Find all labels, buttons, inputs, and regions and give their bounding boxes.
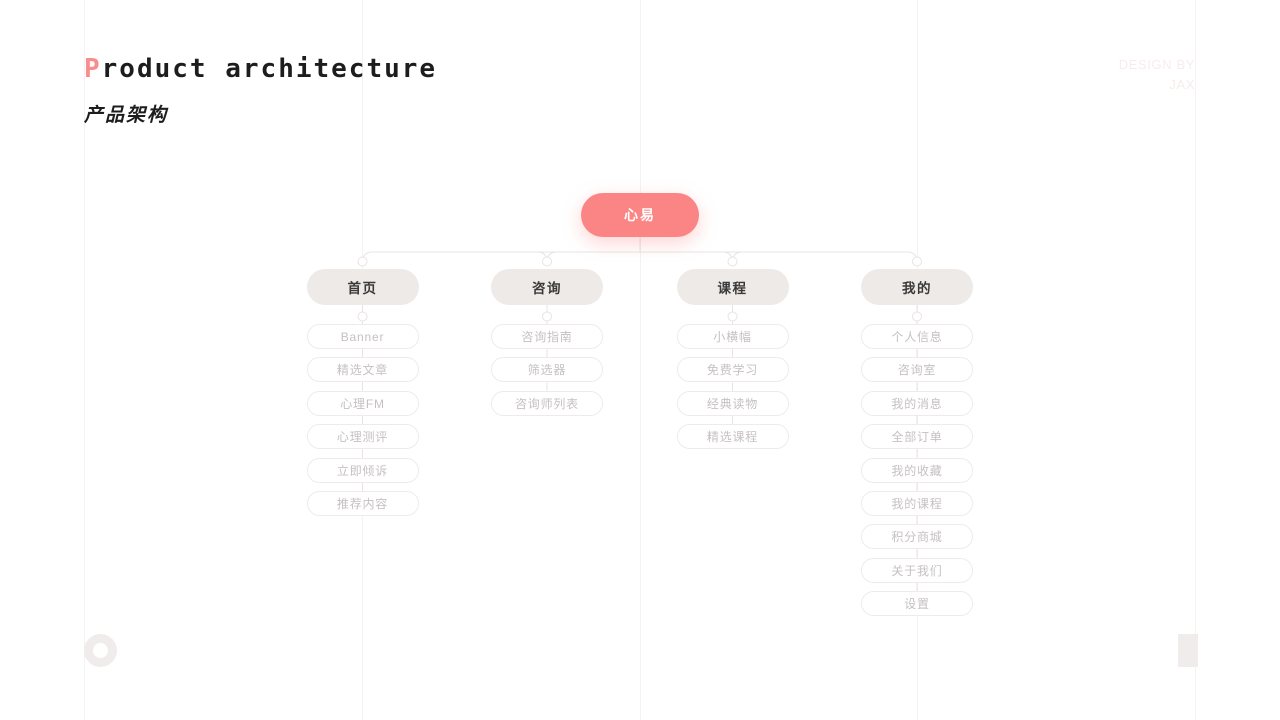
guide-line-1 <box>84 0 85 720</box>
connector-dot <box>912 256 922 267</box>
title-lead-letter: P <box>84 54 102 84</box>
ring-icon <box>84 634 117 667</box>
title-chinese: 产品架构 <box>84 105 169 126</box>
node-root-label: 心易 <box>624 207 656 223</box>
node-leaf-4-4[interactable]: 全部订单 <box>861 424 973 450</box>
node-leaf-2-1[interactable]: 咨询指南 <box>491 324 603 349</box>
node-leaf-1-5[interactable]: 立即倾诉 <box>306 457 419 483</box>
node-leaf-3-1[interactable]: 小横幅 <box>676 324 789 349</box>
node-leaf-2-3-label: 咨询师列表 <box>514 396 579 411</box>
node-category-3[interactable]: 课程 <box>676 269 789 305</box>
rect-icon <box>1178 634 1198 667</box>
node-category-4[interactable]: 我的 <box>861 269 973 305</box>
connector-line <box>722 251 733 263</box>
node-leaf-4-7-label: 积分商城 <box>891 530 943 545</box>
node-leaf-2-2-label: 筛选器 <box>527 363 567 378</box>
node-leaf-3-3[interactable]: 经典读物 <box>676 390 789 416</box>
node-category-4-label: 我的 <box>902 281 932 296</box>
connector-dot <box>727 256 738 267</box>
node-leaf-4-6-label: 我的课程 <box>891 497 943 511</box>
node-root[interactable]: 心易 <box>581 193 699 237</box>
connector-line <box>732 251 743 263</box>
node-leaf-1-5-label: 立即倾诉 <box>336 463 389 478</box>
node-leaf-3-2-label: 免费学习 <box>706 363 759 378</box>
node-leaf-1-6-label: 推荐内容 <box>336 497 389 511</box>
node-leaf-1-1[interactable]: Banner <box>306 324 419 349</box>
guide-line-3 <box>640 0 641 720</box>
design-credit: DESIGN BY JAX <box>1119 55 1195 95</box>
connector-line <box>536 251 548 263</box>
node-leaf-4-9[interactable]: 设置 <box>861 591 973 617</box>
node-leaf-4-1-label: 个人信息 <box>891 330 943 344</box>
connector-line <box>546 251 558 263</box>
credit-line-2: JAX <box>1169 77 1195 92</box>
node-leaf-4-6[interactable]: 我的课程 <box>861 491 973 516</box>
title-english-rest: roduct architecture <box>101 54 438 84</box>
node-leaf-3-4-label: 精选课程 <box>706 430 759 445</box>
node-leaf-4-1[interactable]: 个人信息 <box>861 324 973 349</box>
node-leaf-1-6[interactable]: 推荐内容 <box>306 491 419 516</box>
node-category-2-label: 咨询 <box>532 281 562 296</box>
node-leaf-3-4[interactable]: 精选课程 <box>676 424 789 450</box>
node-leaf-1-2[interactable]: 精选文章 <box>306 357 419 383</box>
node-leaf-4-2[interactable]: 咨询室 <box>861 357 973 383</box>
node-category-1[interactable]: 首页 <box>306 269 419 305</box>
credit-line-1: DESIGN BY <box>1118 57 1195 72</box>
node-leaf-1-4-label: 心理测评 <box>336 430 389 445</box>
guide-line-5 <box>1195 0 1196 720</box>
node-category-3-label: 课程 <box>717 281 748 296</box>
page-title: Product architecture 产品架构 <box>84 56 437 125</box>
node-category-2[interactable]: 咨询 <box>491 269 603 305</box>
node-leaf-4-4-label: 全部订单 <box>891 430 943 445</box>
node-leaf-1-1-label: Banner <box>340 329 385 344</box>
node-leaf-4-8-label: 关于我们 <box>891 563 943 578</box>
title-english: Product architecture <box>84 56 437 82</box>
connector-dot <box>912 311 922 322</box>
connector-dot <box>727 311 738 322</box>
connector-line <box>362 251 918 263</box>
node-leaf-1-4[interactable]: 心理测评 <box>306 424 419 450</box>
node-leaf-4-5-label: 我的收藏 <box>891 463 943 478</box>
node-leaf-2-1-label: 咨询指南 <box>521 330 573 344</box>
node-leaf-4-2-label: 咨询室 <box>897 363 937 378</box>
node-leaf-4-8[interactable]: 关于我们 <box>861 557 973 583</box>
connector-dot <box>357 311 368 322</box>
node-leaf-1-3-label: 心理FM <box>340 396 385 411</box>
node-leaf-3-1-label: 小横幅 <box>713 330 752 344</box>
node-leaf-1-2-label: 精选文章 <box>336 363 389 378</box>
node-leaf-3-3-label: 经典读物 <box>706 396 759 411</box>
connector-dot <box>542 256 552 267</box>
connector-dot <box>542 311 552 322</box>
node-leaf-3-2[interactable]: 免费学习 <box>676 357 789 383</box>
node-leaf-4-3-label: 我的消息 <box>891 396 943 411</box>
node-leaf-2-2[interactable]: 筛选器 <box>491 357 603 383</box>
node-leaf-4-7[interactable]: 积分商城 <box>861 524 973 550</box>
node-leaf-4-3[interactable]: 我的消息 <box>861 390 973 416</box>
node-leaf-1-3[interactable]: 心理FM <box>306 390 419 416</box>
node-leaf-2-3[interactable]: 咨询师列表 <box>491 390 603 416</box>
node-leaf-4-5[interactable]: 我的收藏 <box>861 457 973 483</box>
node-leaf-4-9-label: 设置 <box>904 597 930 612</box>
connector-dot <box>357 256 368 267</box>
node-category-1-label: 首页 <box>347 281 378 296</box>
